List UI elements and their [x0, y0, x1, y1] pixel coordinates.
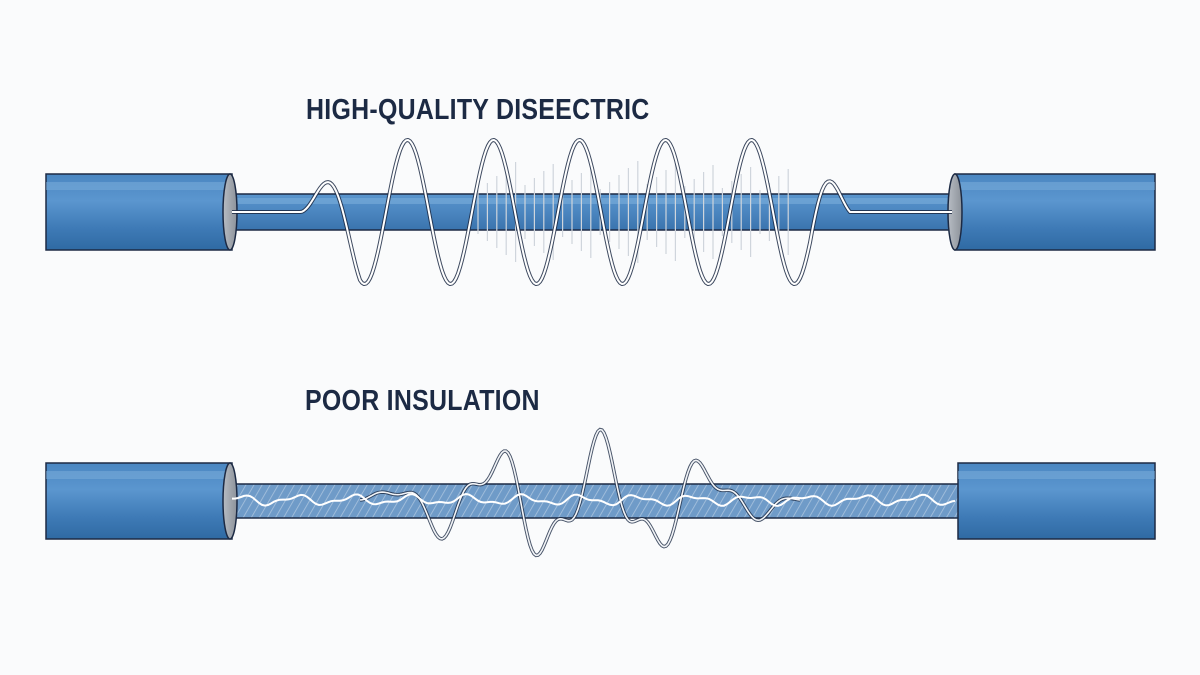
- poor-insulation-left-jacket: [45, 462, 238, 540]
- high-quality-cable: [45, 173, 1156, 251]
- high-quality-right-jacket: [947, 173, 1156, 251]
- poor-insulation-right-jacket: [957, 462, 1156, 540]
- high-quality-left-jacket: [45, 173, 238, 251]
- poor-insulation-noise-wave: [359, 427, 801, 558]
- panel-title-poor-insulation: POOR INSULATION: [305, 385, 540, 417]
- poor-insulation-signal-wave: [232, 492, 956, 507]
- high-quality-signal-wave: [232, 138, 952, 286]
- panel-title-high-quality: HIGH-QUALITY DISEECTRIC: [306, 94, 650, 126]
